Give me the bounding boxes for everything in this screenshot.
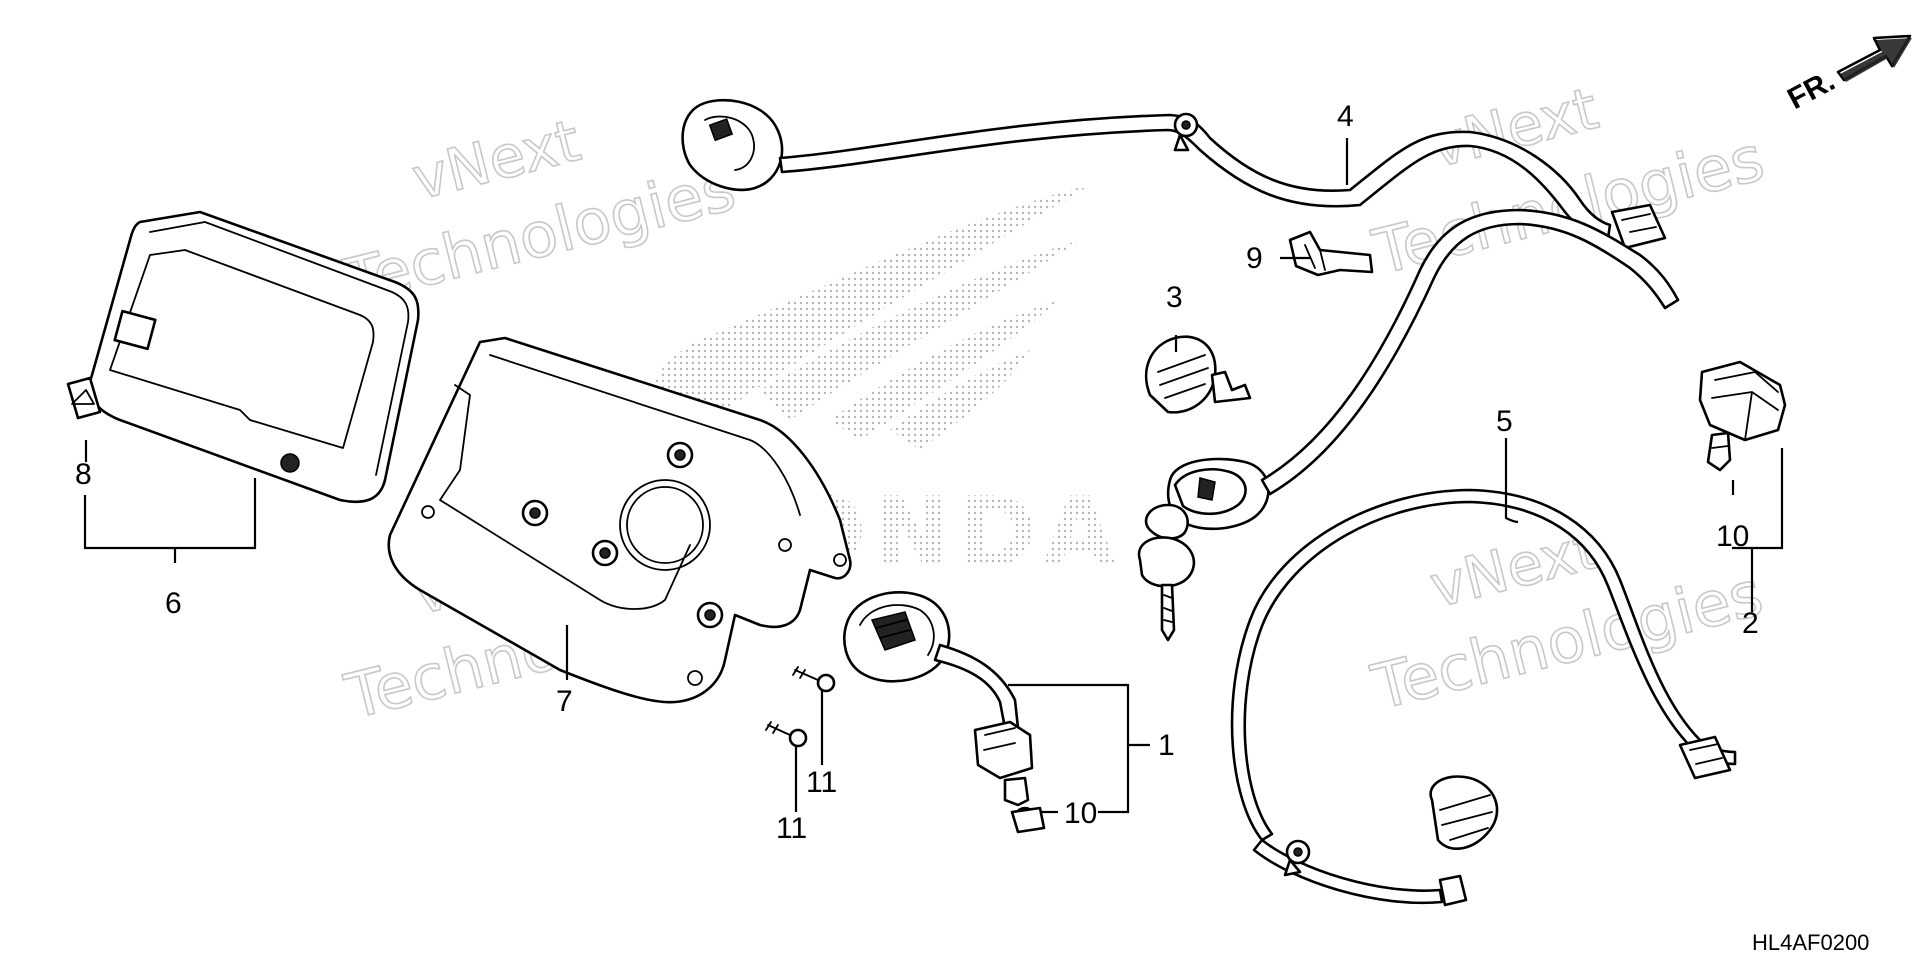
callout-6: 6 xyxy=(165,587,182,620)
key-3 xyxy=(1144,335,1252,414)
harness-5 xyxy=(1230,488,1737,907)
harness-socket-4 xyxy=(681,98,1667,250)
screw xyxy=(792,666,836,693)
callout-2: 2 xyxy=(1742,607,1759,640)
callout-5: 5 xyxy=(1496,405,1513,438)
callout-11-upper: 11 xyxy=(806,766,837,799)
callout-8: 8 xyxy=(75,458,92,491)
callout-4: 4 xyxy=(1337,100,1354,133)
meter-assembly xyxy=(66,210,420,504)
leader-lines xyxy=(83,138,1784,814)
meter-cover xyxy=(387,336,852,704)
clip-9 xyxy=(1288,230,1374,277)
callout-9: 9 xyxy=(1246,242,1263,275)
callouts: 1 2 3 4 5 6 7 8 9 10 10 11 11 xyxy=(75,100,1759,845)
callout-1: 1 xyxy=(1158,729,1175,762)
callout-7: 7 xyxy=(556,685,573,718)
socket-harness-1 xyxy=(843,591,1046,834)
diagram-code: HL4AF0200 xyxy=(1752,930,1869,955)
callout-10-switch: 10 xyxy=(1716,520,1749,553)
callout-10-harness: 10 xyxy=(1064,797,1097,830)
ignition-switch-2 xyxy=(1137,208,1787,642)
screw xyxy=(765,721,808,748)
front-direction-indicator: FR. xyxy=(1782,34,1912,116)
callout-3: 3 xyxy=(1166,281,1183,314)
fr-label: FR. xyxy=(1782,64,1840,116)
callout-11-lower: 11 xyxy=(776,812,807,845)
